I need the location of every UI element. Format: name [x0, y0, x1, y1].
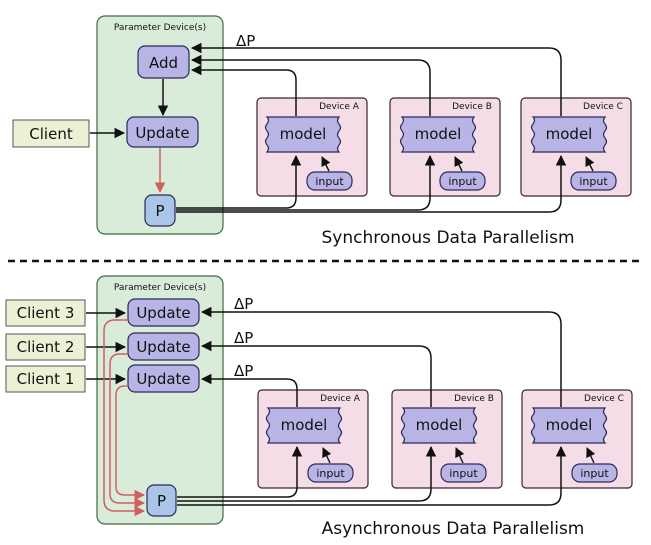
async-delta-label-3: ΔP — [234, 362, 253, 380]
sync-p-to-model-b — [176, 154, 436, 211]
async-p-to-model-a — [177, 445, 303, 498]
async-update-node-3 — [127, 364, 200, 393]
sync-add-label: Add — [149, 54, 178, 72]
sync-delta-label: ΔP — [236, 32, 255, 50]
async-update-node-1 — [127, 298, 200, 327]
async-device-c-label: Device C — [584, 394, 624, 404]
async-device-a-input — [307, 463, 354, 483]
sync-device-b-model — [399, 116, 477, 153]
async-parameter-device-label: Parameter Device(s) — [114, 283, 206, 293]
async-return-line-b — [200, 340, 432, 407]
async-return-line-a — [200, 373, 298, 407]
sync-client-box — [12, 119, 90, 148]
async-device-b-model-label: model — [416, 416, 463, 434]
async-update-label-2: Update — [136, 338, 190, 356]
sync-device-a-model-label: model — [280, 125, 327, 143]
async-device-a-label: Device A — [320, 394, 361, 404]
async-return-line-c — [200, 306, 562, 407]
sync-device-c: Device C model input — [520, 97, 632, 197]
sync-device-c-input-label: input — [579, 175, 608, 188]
async-device-c: Device C model input — [521, 389, 633, 489]
sync-device-b-input — [439, 171, 486, 191]
sync-section: Parameter Device(s) Add Update P Client … — [12, 15, 632, 248]
sync-add-node — [137, 45, 190, 79]
async-device-a-model — [265, 407, 343, 444]
async-client-3-label: Client 3 — [17, 304, 75, 322]
async-client-1-label: Client 1 — [17, 370, 75, 388]
sync-p-node — [144, 194, 176, 227]
async-update-label-3: Update — [136, 370, 190, 388]
async-p-node — [146, 484, 177, 517]
async-red-arrow-1 — [103, 319, 146, 517]
async-device-c-model-label: model — [546, 416, 593, 434]
async-client-2-box — [5, 333, 86, 361]
async-update-label-1: Update — [136, 304, 190, 322]
async-device-b: Device B model input — [391, 389, 503, 489]
async-red-arrow-2 — [109, 353, 146, 509]
async-delta-label-1: ΔP — [234, 295, 253, 313]
sync-device-a: Device A model input — [256, 97, 368, 197]
async-device-c-input — [571, 463, 618, 483]
async-p-label: P — [157, 492, 166, 510]
sync-return-line-a — [190, 64, 297, 116]
sync-device-b-input-label: input — [448, 175, 477, 188]
async-client-3-box — [5, 299, 86, 327]
async-device-b-input-label: input — [449, 467, 478, 480]
async-red-arrow-3 — [115, 385, 146, 501]
async-p-to-model-b — [177, 445, 437, 502]
sync-device-a-model — [264, 116, 342, 153]
sync-device-c-input — [570, 171, 617, 191]
sync-device-a-input-label: input — [315, 175, 344, 188]
async-client-1-box — [5, 365, 86, 393]
async-device-a-model-label: model — [281, 416, 328, 434]
sync-device-a-label: Device A — [319, 102, 360, 112]
sync-client-label: Client — [29, 125, 73, 143]
sync-device-b: Device B model input — [389, 97, 501, 197]
sync-return-line-c — [190, 42, 562, 116]
sync-p-to-model-a — [176, 154, 302, 209]
async-title: Asynchronous Data Parallelism — [322, 519, 585, 539]
sync-p-label: P — [155, 202, 164, 220]
async-update-node-2 — [127, 332, 200, 361]
async-device-b-label: Device B — [454, 394, 494, 404]
sync-title: Synchronous Data Parallelism — [321, 228, 574, 248]
sync-update-node — [126, 116, 199, 148]
sync-device-a-input — [306, 171, 353, 191]
async-device-a-input-label: input — [316, 467, 345, 480]
async-client-2-label: Client 2 — [17, 338, 75, 356]
sync-device-c-model-label: model — [546, 125, 593, 143]
sync-return-line-b — [190, 54, 431, 116]
async-device-c-input-label: input — [580, 467, 609, 480]
sync-update-label: Update — [135, 124, 189, 142]
sync-device-c-model — [530, 116, 608, 153]
async-device-a: Device A model input — [257, 389, 369, 489]
async-device-b-model — [400, 407, 478, 444]
sync-device-b-label: Device B — [452, 102, 492, 112]
sync-parameter-device-label: Parameter Device(s) — [114, 23, 206, 33]
async-p-to-model-c — [177, 445, 567, 506]
async-device-b-input — [440, 463, 487, 483]
sync-p-to-model-c — [176, 154, 567, 213]
sync-device-b-model-label: model — [415, 125, 462, 143]
async-delta-label-2: ΔP — [234, 329, 253, 347]
async-device-c-model — [530, 407, 608, 444]
sync-device-c-label: Device C — [583, 102, 623, 112]
async-section: Parameter Device(s) Update Update Update… — [5, 275, 633, 539]
